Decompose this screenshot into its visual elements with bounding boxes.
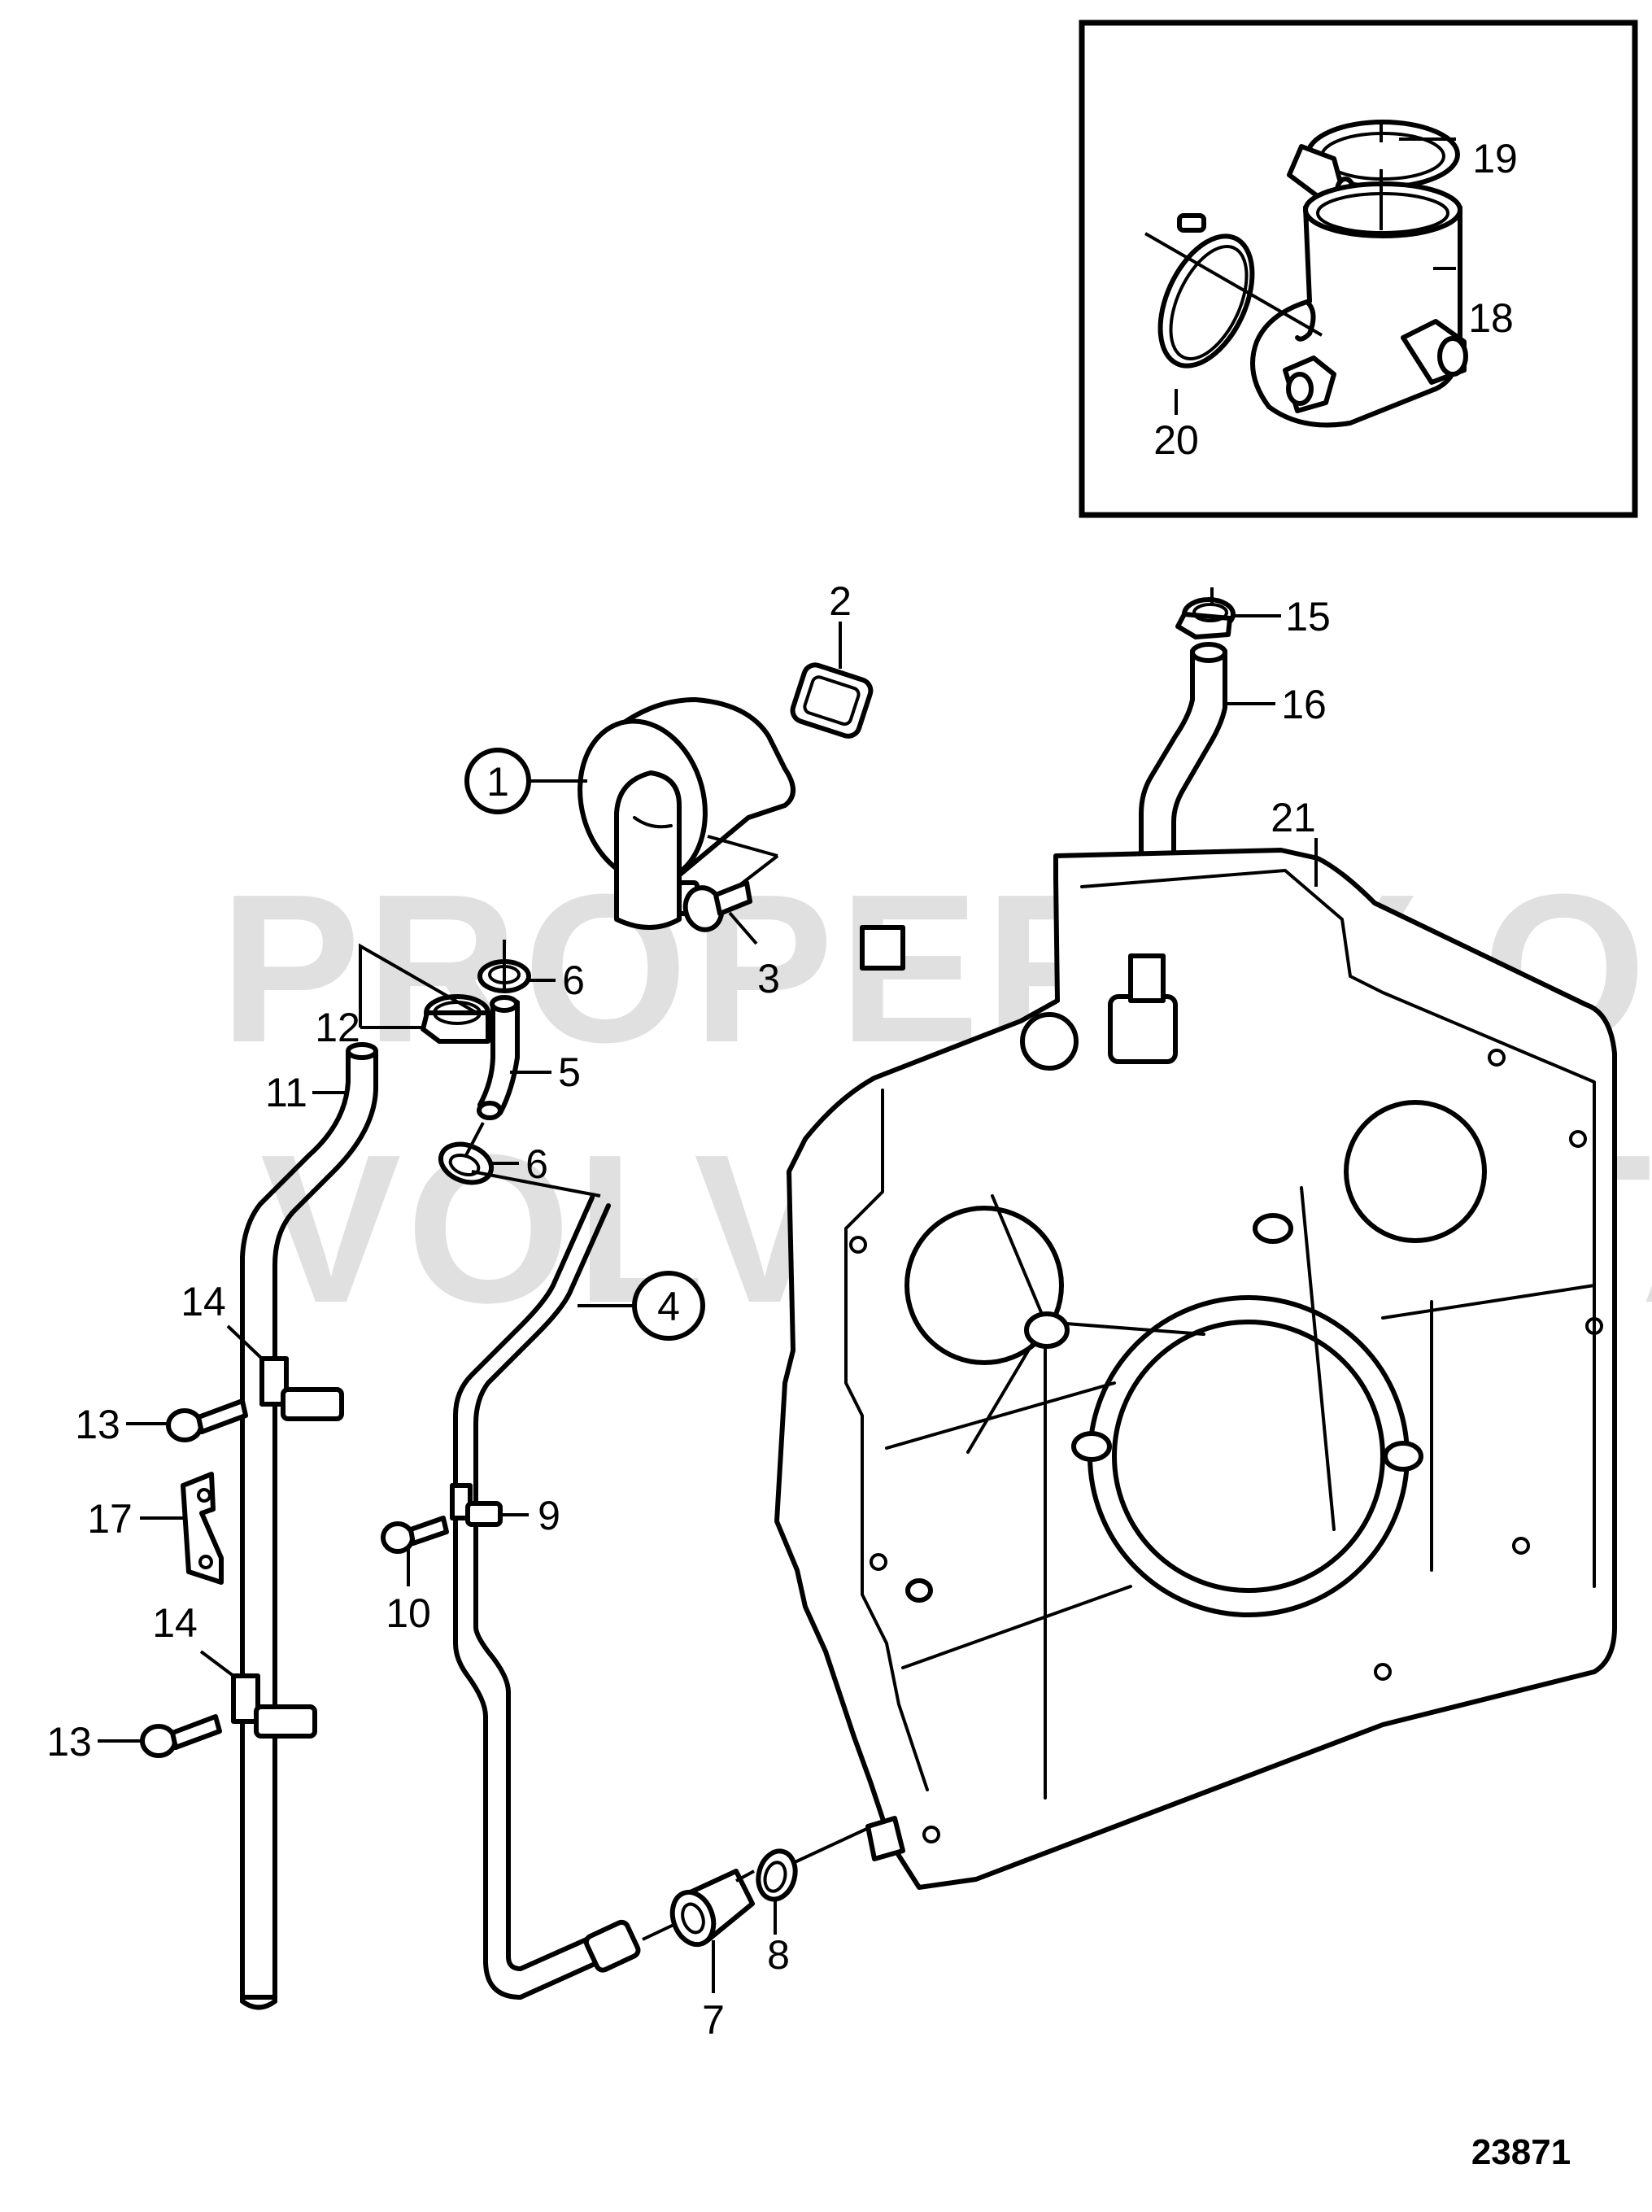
callout-1-label: 1 [486, 759, 509, 805]
part-17-bracket [140, 1472, 224, 1585]
callout-2-label: 2 [829, 578, 852, 624]
part-9-clip [450, 1483, 529, 1527]
callout-19-label: 19 [1472, 136, 1518, 181]
callout-4-label: 4 [657, 1284, 680, 1329]
callout-9-label: 9 [538, 1493, 560, 1538]
part-10-bolt [381, 1516, 449, 1586]
part-21-housing [774, 838, 1617, 1890]
part-11-tube [240, 1042, 378, 2010]
part-7-fitting [669, 1869, 755, 1993]
callout-6b-label: 6 [525, 1141, 548, 1187]
callout-13a-label: 13 [75, 1402, 120, 1447]
part-2-gasket [790, 622, 874, 739]
part-14-clip-upper [226, 1324, 344, 1421]
part-3-bolt [682, 880, 758, 945]
callout-10-label: 10 [386, 1590, 431, 1636]
part-4-oil-tube [453, 1170, 688, 2000]
callout-8-label: 8 [767, 1932, 790, 1978]
callout-13b-label: 13 [46, 1719, 92, 1765]
inset-detail [1079, 20, 1638, 518]
callout-4: 4 [632, 1271, 705, 1341]
part-5-hose [464, 940, 551, 1156]
callout-21-label: 21 [1271, 795, 1316, 840]
callout-16-label: 16 [1281, 682, 1327, 727]
figure-number: 23871 [1471, 2132, 1571, 2172]
callout-12-label: 12 [315, 1005, 360, 1050]
callout-14b-label: 14 [152, 1600, 198, 1646]
callout-6a-label: 6 [562, 958, 585, 1003]
part-13-bolt-upper [126, 1398, 248, 1442]
part-20-hose-clamp [1144, 213, 1323, 369]
part-14-clip-lower [199, 1650, 317, 1739]
callout-18-label: 18 [1468, 295, 1514, 341]
callout-3-label: 3 [757, 956, 780, 1001]
part-15-clamp [1175, 587, 1281, 639]
callout-20-label: 20 [1153, 417, 1199, 463]
part-12-hose-clamp [359, 943, 490, 1044]
callout-11-label: 11 [265, 1070, 307, 1115]
callout-5-label: 5 [558, 1049, 581, 1095]
callout-1: 1 [464, 748, 587, 814]
inset-frame [1079, 20, 1638, 518]
part-13-bolt-lower [98, 1714, 222, 1758]
callout-17-label: 17 [87, 1496, 133, 1542]
callout-7-label: 7 [702, 1997, 725, 2043]
callout-labels: 1 2 3 4 5 6 6 7 8 9 10 11 12 13 13 14 14… [46, 136, 1518, 2043]
part-1-oil-separator [578, 697, 795, 930]
callout-14a-label: 14 [181, 1279, 226, 1324]
part-18-t-piece [1250, 169, 1468, 428]
callout-15-label: 15 [1285, 594, 1331, 639]
